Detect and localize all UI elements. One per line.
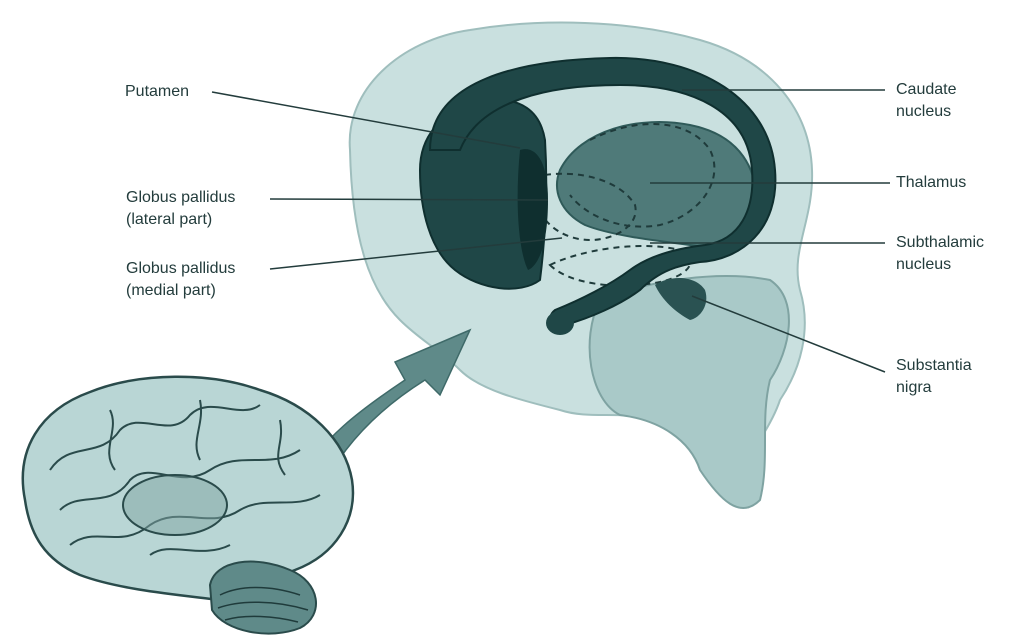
caudate-line2: nucleus (896, 101, 957, 123)
brain-basal-ganglia-region (123, 475, 227, 535)
substantia-line2: nigra (896, 377, 972, 399)
label-subthalamic-nucleus: Subthalamic nucleus (896, 232, 984, 276)
thalamus-label-text: Thalamus (896, 172, 966, 194)
substantia-line1: Substantia (896, 355, 972, 377)
label-thalamus: Thalamus (896, 172, 966, 194)
label-globus-pallidus-medial: Globus pallidus (medial part) (126, 258, 235, 302)
label-globus-pallidus-lateral: Globus pallidus (lateral part) (126, 187, 235, 231)
caudate-line1: Caudate (896, 79, 957, 101)
globus-lateral-line1: Globus pallidus (126, 187, 235, 209)
cerebellum (210, 562, 316, 634)
amygdala-bulb (546, 311, 574, 335)
label-substantia-nigra: Substantia nigra (896, 355, 972, 399)
putamen-label-text: Putamen (125, 81, 189, 103)
subthalamic-line2: nucleus (896, 254, 984, 276)
globus-medial-line2: (medial part) (126, 280, 235, 302)
subthalamic-line1: Subthalamic (896, 232, 984, 254)
leader-globus-lateral (270, 199, 548, 200)
globus-medial-line1: Globus pallidus (126, 258, 235, 280)
globus-lateral-line2: (lateral part) (126, 209, 235, 231)
label-putamen: Putamen (125, 81, 189, 103)
label-caudate-nucleus: Caudate nucleus (896, 79, 957, 123)
